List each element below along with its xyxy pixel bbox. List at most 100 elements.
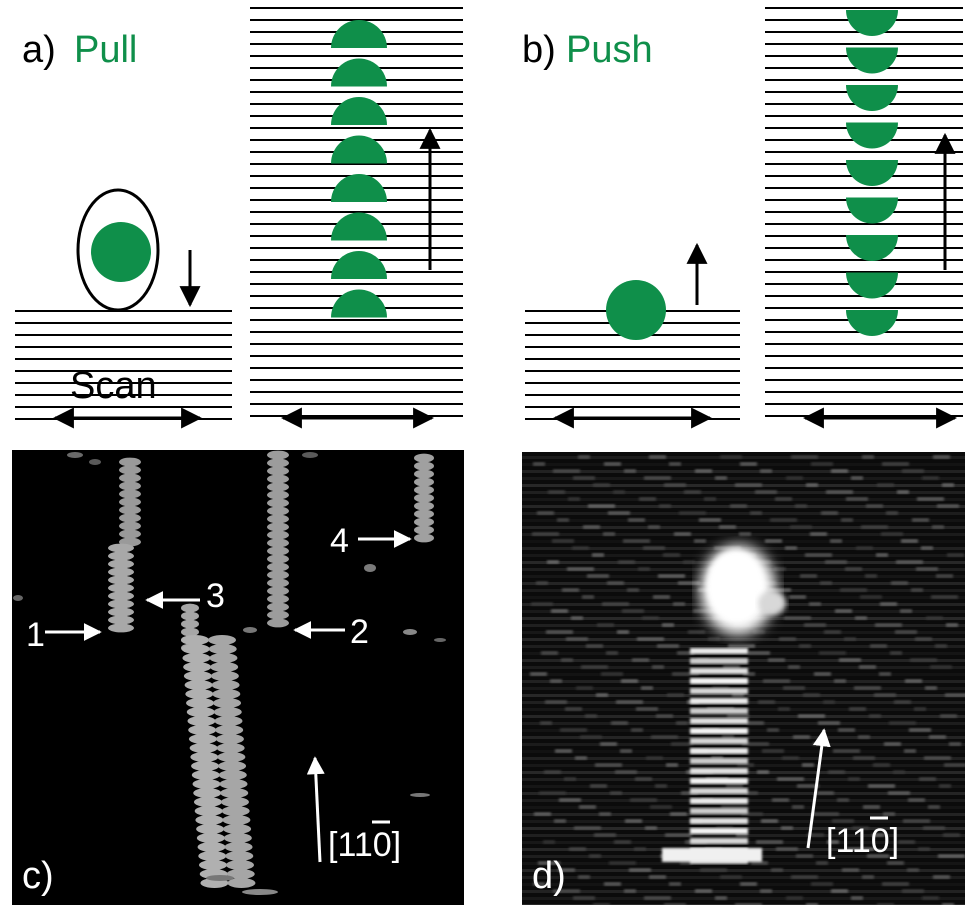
noise-streak (522, 638, 965, 641)
noise-blob (677, 651, 694, 655)
noise-blob (617, 630, 629, 634)
noise-blob (876, 553, 888, 557)
noise-blob (932, 525, 944, 529)
noise-blob (761, 819, 778, 823)
noise-blob (832, 819, 854, 823)
noise-blob (862, 875, 874, 879)
noise-blob (538, 861, 560, 865)
noise-blob (896, 560, 923, 564)
trace-row (690, 688, 748, 694)
noise-blob (872, 833, 884, 837)
noise-blob (635, 777, 652, 781)
noise-blob (704, 497, 716, 501)
noise-blob (638, 567, 650, 571)
stm-atom-row (267, 570, 289, 580)
stm-atom-row (211, 680, 240, 690)
noise-blob (558, 868, 575, 872)
noise-streak (522, 477, 965, 480)
noise-blob (645, 826, 657, 830)
stm-atom-row (108, 567, 134, 577)
noise-blob (613, 490, 625, 494)
noise-blob (851, 896, 863, 900)
noise-blob (865, 574, 877, 578)
atom-trace-dome (846, 85, 898, 111)
stm-atom-row (108, 607, 134, 617)
noise-blob (669, 882, 681, 886)
noise-blob (776, 847, 798, 851)
noise-blob (825, 560, 847, 564)
noise-blob (628, 518, 645, 522)
noise-blob (585, 714, 597, 718)
trace-row (690, 728, 748, 734)
noise-blob (659, 504, 671, 508)
noise-blob (868, 784, 895, 788)
stm-atom-row (185, 689, 214, 699)
panel-a-atom-trace (331, 20, 387, 318)
noise-blob (603, 532, 615, 536)
stm-atom-row (222, 815, 251, 825)
noise-blob (737, 763, 754, 767)
noise-blob (571, 616, 583, 620)
noise-blob (925, 686, 937, 690)
noise-blob (720, 455, 742, 459)
panel-d-atom-trace (662, 648, 762, 864)
noise-blob (811, 882, 833, 886)
noise-blob (841, 518, 853, 522)
stm-atom-row (267, 602, 289, 612)
noise-blob (774, 567, 786, 571)
noise-blob (784, 616, 811, 620)
noise-blob (910, 658, 937, 662)
noise-blob (817, 791, 834, 795)
noise-blob (576, 686, 593, 690)
noise-blob (945, 693, 965, 697)
noise-blob (575, 756, 587, 760)
noise-blob (533, 882, 545, 886)
atom-trace-dome (846, 272, 898, 299)
stm-atom-row (414, 493, 434, 503)
noise-blob (788, 665, 800, 669)
noise-blob (573, 896, 595, 900)
noise-blob (804, 623, 826, 627)
noise-blob (883, 812, 895, 816)
stm-atom-row (215, 734, 244, 744)
noise-blob (823, 700, 835, 704)
noise-blob (879, 672, 891, 676)
noise-blob (818, 721, 840, 725)
noise-blob (641, 686, 653, 690)
noise-blob (909, 728, 931, 732)
noise-blob (775, 497, 792, 501)
stm-atom-row (108, 583, 134, 593)
stm-atom-row (188, 734, 217, 744)
noise-blob (812, 812, 839, 816)
stm-atom-row (181, 627, 199, 637)
noise-blob (933, 875, 950, 879)
atom-trace-dome (331, 20, 387, 48)
noise-blob (537, 511, 554, 515)
noise-blob (911, 588, 923, 592)
noise-blob (805, 553, 832, 557)
noise-blob (849, 707, 866, 711)
stm-atom-row (267, 450, 289, 460)
noise-blob (922, 896, 939, 900)
noise-blob (751, 861, 768, 865)
noise-blob (550, 679, 562, 683)
noise-blob (634, 847, 646, 851)
noise-blob (610, 791, 622, 795)
stm-atom-row (214, 716, 243, 726)
atom-trace-dome (846, 197, 898, 224)
atom-trace-dome (846, 235, 898, 261)
noise-blob (582, 595, 594, 599)
stm-atom-row (181, 644, 210, 654)
noise-blob (923, 826, 945, 830)
noise-blob (670, 812, 687, 816)
noise-blob (609, 861, 636, 865)
noise-blob (743, 672, 755, 676)
noise-blob (580, 735, 602, 739)
stm-atom-row (196, 833, 225, 843)
stm-atom-row (267, 506, 289, 516)
atom-trace-dome (331, 135, 387, 164)
stm-atom-row (183, 662, 212, 672)
noise-blob (651, 735, 678, 739)
noise-blob (763, 679, 790, 683)
noise-blob (530, 672, 547, 676)
